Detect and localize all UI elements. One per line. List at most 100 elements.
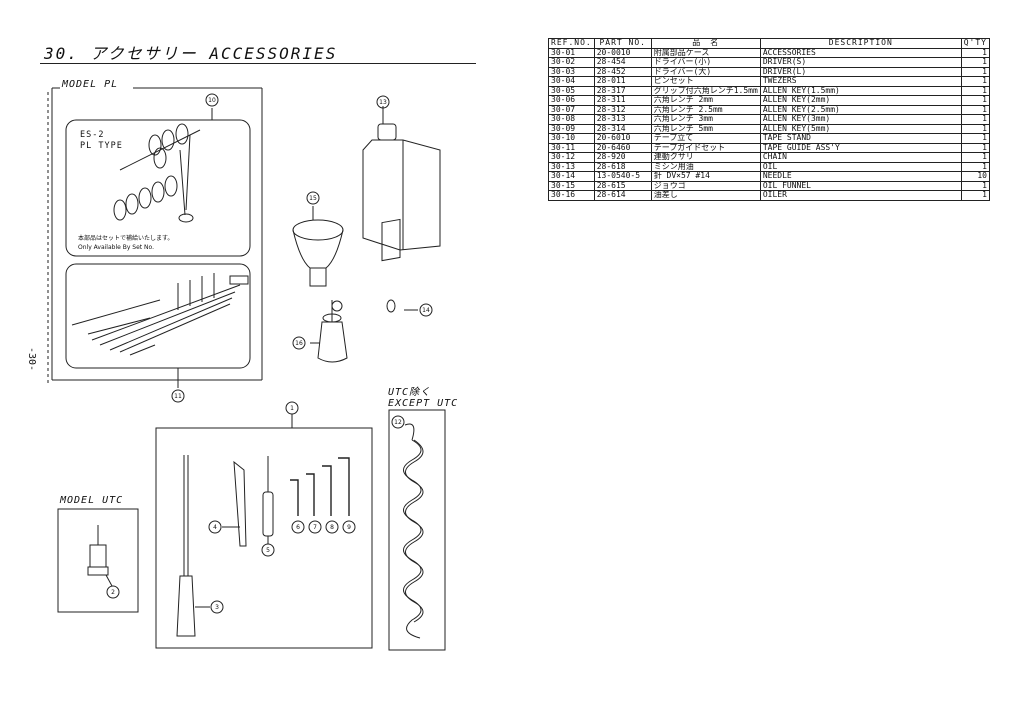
cell-ref-no: 30-08 [548,114,595,125]
model-utc-label: MODEL UTC [60,495,124,506]
cell-part-no: 28-454 [593,57,652,68]
cell-description: OIL FUNNEL [759,180,962,191]
side-page-number: -30- [26,347,37,372]
cell-description: DRIVER(S) [759,57,962,68]
cell-name-jp: 附属部品ケース [650,47,761,58]
cell-description: ALLEN KEY(2.5mm) [759,104,962,115]
callout-circles [106,93,433,614]
cell-name-jp: テープガイドセット [650,142,761,153]
cell-description: CHAIN [759,152,962,163]
cell-qty: 1 [960,180,991,191]
cell-part-no: 28-452 [593,66,652,77]
cell-description: DRIVER(L) [759,66,962,77]
tweezers-drawing [222,460,247,547]
oiler-drawing [310,300,348,363]
es-note-jp: 本部品はセットで補給いたします。 [78,235,174,242]
cell-qty: 1 [960,161,991,172]
es2-panel [65,119,251,257]
cell-name-jp: 六角レンチ 5mm [650,123,761,134]
callout-16: 16 [295,340,303,347]
callout-6: 6 [296,524,300,531]
cell-description: ALLEN KEY(5mm) [759,123,962,134]
cell-part-no: 28-618 [593,161,652,172]
driver-small-drawing [262,456,274,544]
callout-7: 7 [313,524,317,531]
cell-name-jp: グリップ付六角レンチ1.5mm [650,85,761,96]
cell-qty: 1 [960,76,991,87]
cell-qty: 1 [960,57,991,68]
cell-name-jp: 六角レンチ 2.5mm [650,104,761,115]
cell-ref-no: 30-04 [548,76,595,87]
chain-drawing [403,423,424,639]
callout-1: 1 [290,405,294,412]
es-type-line1: ES-2 [80,130,105,140]
callout-14: 14 [422,307,430,314]
cell-part-no: 28-011 [593,76,652,87]
accessory-box-frame [155,427,373,649]
cell-ref-no: 30-09 [548,123,595,134]
cell-ref-no: 30-14 [548,171,595,182]
model-pl-label: MODEL PL [62,79,119,90]
callout-3: 3 [215,604,219,611]
utc-except-label-jp: UTC除く [388,387,432,398]
page-title: 30. アクセサリー ACCESSORIES [44,44,338,63]
cell-description: TAPE GUIDE ASS'Y [759,142,962,153]
cell-ref-no: 30-15 [548,180,595,191]
col-ref-no: REF.NO. [548,38,595,49]
chain-frame [388,409,446,651]
col-name-jp: 品 名 [650,38,761,49]
cell-part-no: 28-312 [593,104,652,115]
callout-13: 13 [379,99,387,106]
model-utc-frame [57,508,139,613]
tape-guide-panel [65,263,251,369]
callout-8: 8 [330,524,334,531]
cell-part-no: 28-920 [593,152,652,163]
callout-5: 5 [266,547,270,554]
cell-name-jp: ドライバー(小) [650,57,761,68]
cell-name-jp: ピンセット [650,76,761,87]
callout-2: 2 [111,589,115,596]
cell-part-no: 28-615 [593,180,652,191]
cell-name-jp: ドライバー(大) [650,66,761,77]
cell-description: ALLEN KEY(1.5mm) [759,85,962,96]
callout-numbers: 1 2 3 4 5 6 7 8 9 10 11 12 13 14 15 16 [111,97,430,611]
cell-ref-no: 30-12 [548,152,595,163]
cell-qty: 1 [960,123,991,134]
cell-description: NEEDLE [759,171,962,182]
cell-qty: 10 [960,171,991,182]
tape-guide-drawing [71,273,249,388]
cell-part-no: 28-317 [593,85,652,96]
cell-qty: 1 [960,85,991,96]
cell-description: OIL [759,161,962,172]
oil-funnel-drawing [292,206,344,287]
es-note-en: Only Available By Set No. [78,244,155,251]
cell-description: TAPE STAND [759,133,962,144]
cell-name-jp: 六角レンチ 3mm [650,114,761,125]
cell-ref-no: 30-01 [548,47,595,58]
title-underline [40,63,476,64]
callout-4: 4 [213,524,217,531]
cell-ref-no: 30-06 [548,95,595,106]
driver-large-drawing [176,455,210,637]
callout-11: 11 [174,393,182,400]
cell-ref-no: 30-07 [548,104,595,115]
cell-part-no: 20-6010 [593,133,652,144]
cell-description: ACCESSORIES [759,47,962,58]
callout-9: 9 [347,524,351,531]
